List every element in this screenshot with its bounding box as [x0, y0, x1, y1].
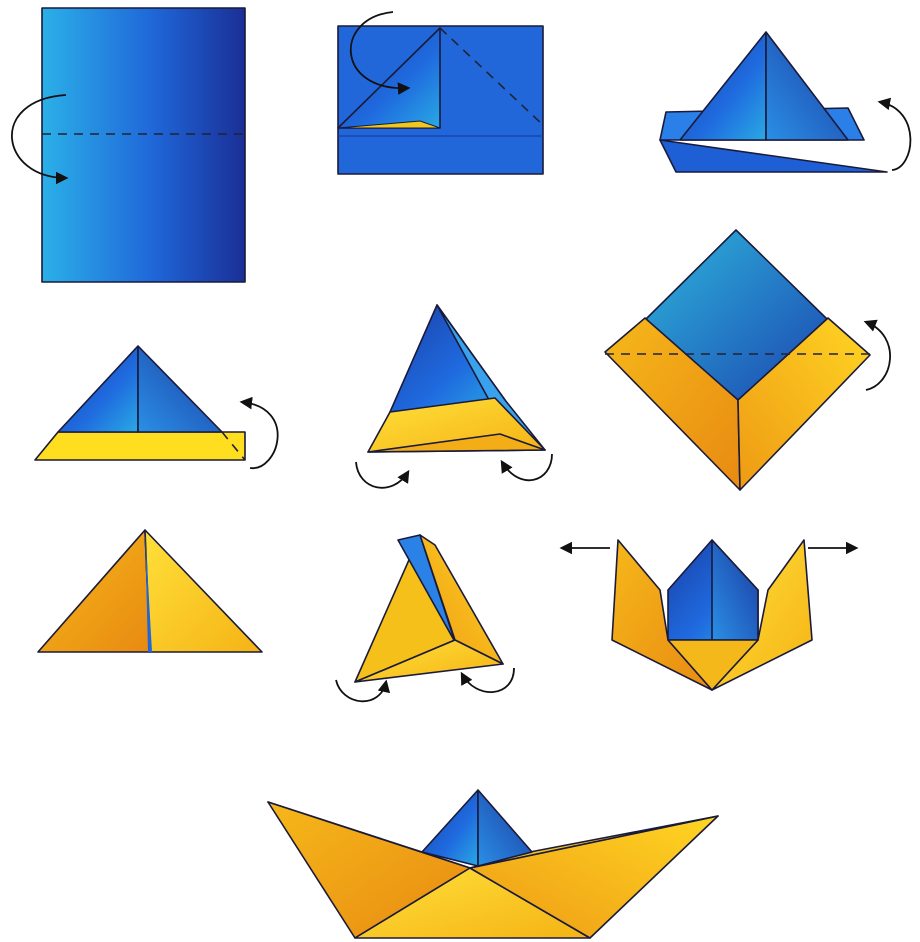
- step-2-fold-corners: [337, 11, 544, 175]
- step-10-finished-boat: [267, 789, 719, 939]
- step-7-triangle: [37, 529, 263, 653]
- curved-fold-arrow-icon: [349, 11, 411, 95]
- curved-fold-arrow-icon: [335, 679, 391, 703]
- step-8-open-hat: [335, 534, 515, 703]
- curved-fold-arrow-icon: [11, 94, 69, 185]
- curved-fold-arrow-icon: [863, 319, 891, 391]
- curved-fold-arrow-icon: [500, 453, 553, 482]
- curved-fold-arrow-icon: [877, 97, 912, 171]
- curved-fold-arrow-icon: [460, 667, 515, 693]
- step-6-diamond: [604, 229, 891, 491]
- curved-fold-arrow-icon: [355, 461, 410, 489]
- step-1-sheet: [11, 7, 246, 283]
- step-5-open-hat: [355, 304, 553, 489]
- step-9-pull-sides: [559, 539, 859, 691]
- step-4-fold-back-flap: [34, 345, 279, 469]
- step-3-fold-flap-up: [659, 31, 912, 173]
- curved-fold-arrow-icon: [239, 396, 279, 469]
